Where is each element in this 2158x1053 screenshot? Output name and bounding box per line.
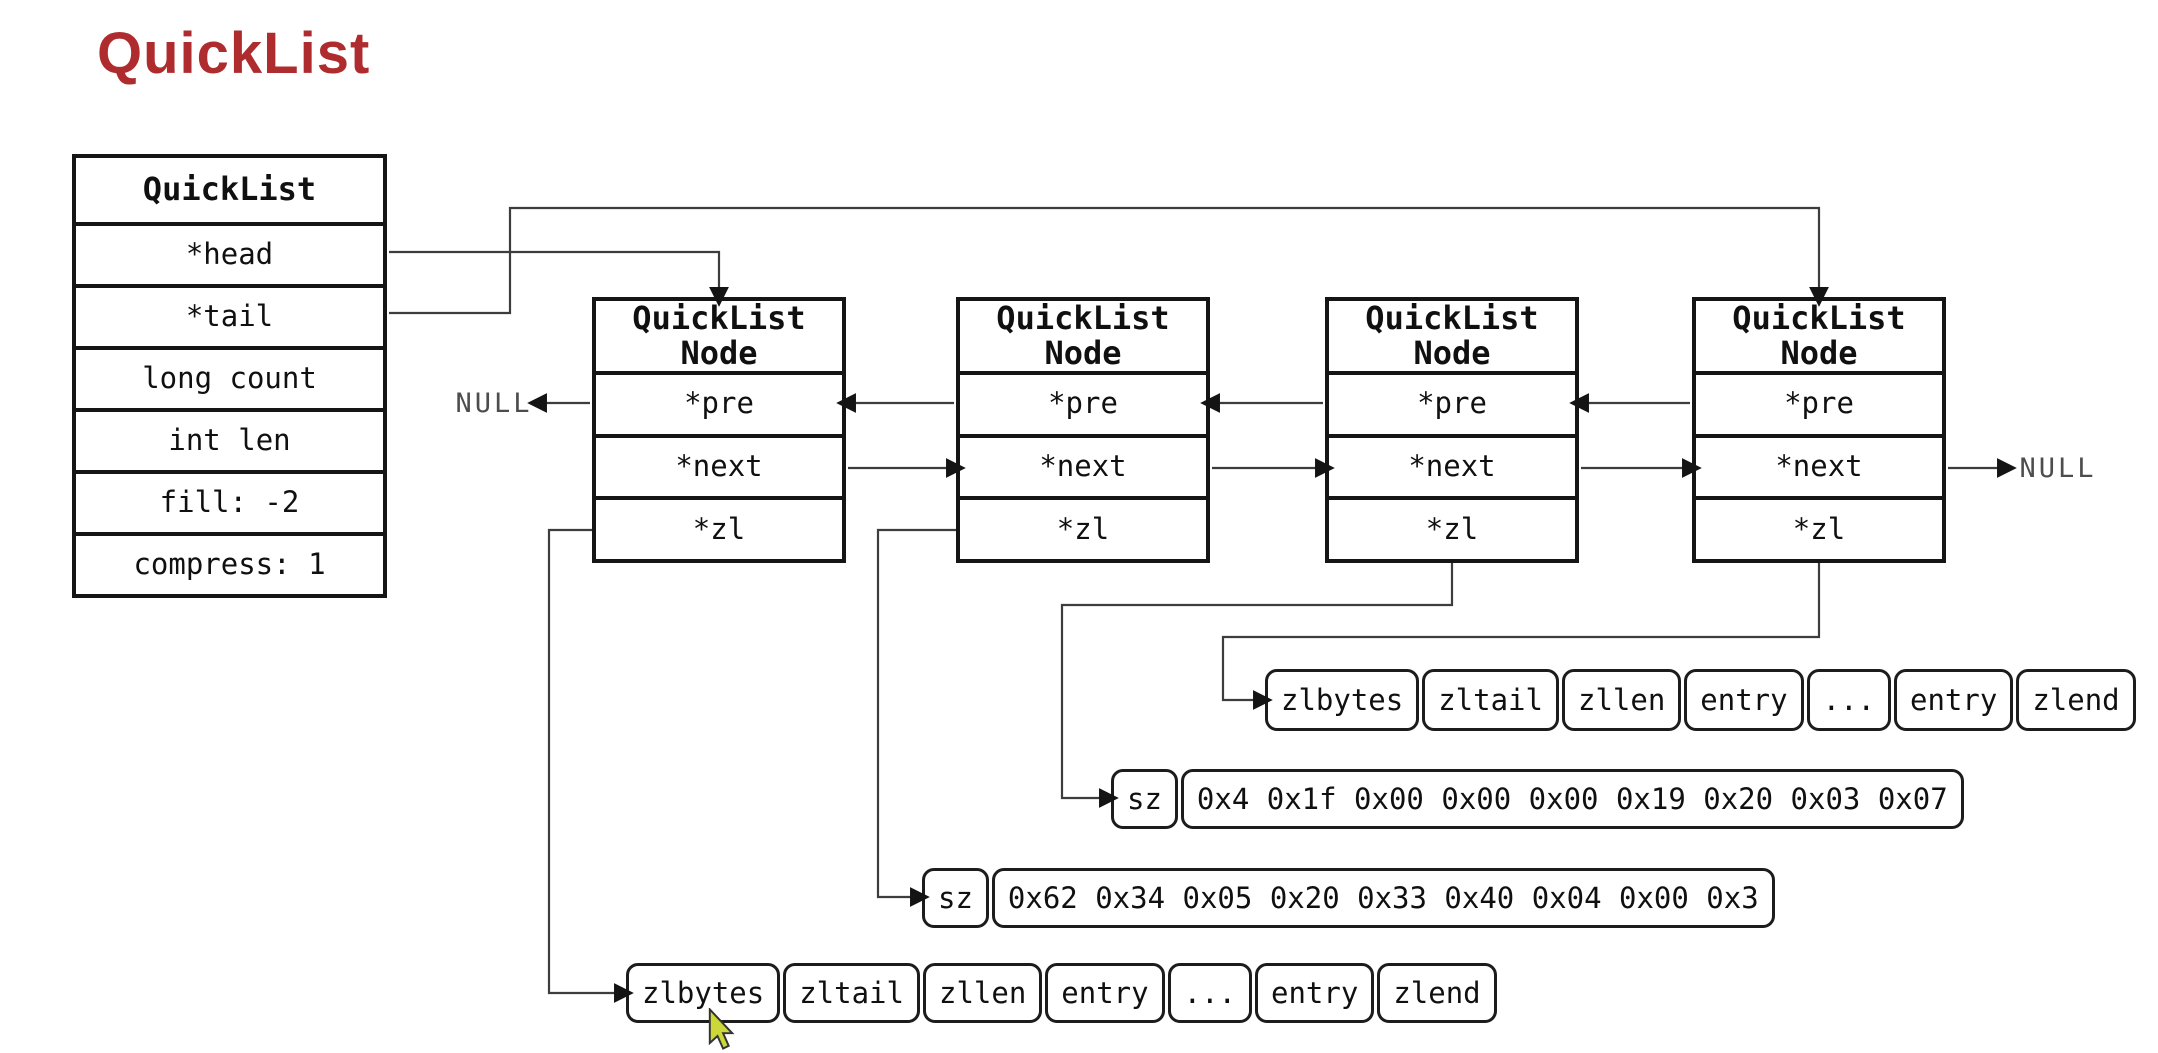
node-2-header-line1: QuickList [996, 298, 1170, 337]
ziplist-cell-zlbytes: zlbytes [626, 963, 781, 1023]
sz-label: sz [1111, 769, 1178, 829]
ziplist-cell-zltail: zltail [783, 963, 920, 1023]
struct-header: QuickList [142, 170, 317, 209]
quicklist-struct-box: QuickList *head *tail long count int len… [72, 154, 387, 598]
node-1-header-line1: QuickList [632, 298, 806, 337]
quicklist-node-4: QuickList Node *pre *next *zl [1692, 297, 1946, 563]
ziplist-cell-entry: entry [1045, 963, 1165, 1023]
node-3-field-zl: *zl [1329, 496, 1575, 559]
struct-field-tail: *tail [76, 284, 383, 346]
node-1-header: QuickList Node [596, 298, 842, 372]
node1-zl-arrow [547, 528, 634, 1003]
node-4-field-next: *next [1696, 433, 1942, 497]
ziplist-sz-row-1: sz 0x4 0x1f 0x00 0x00 0x00 0x19 0x20 0x0… [1111, 769, 1964, 829]
struct-field-head: *head [76, 222, 383, 284]
node-4-field-pre: *pre [1696, 371, 1942, 434]
quicklist-node-2: QuickList Node *pre *next *zl [956, 297, 1210, 563]
ziplist-row-top: zlbytes zltail zllen entry ... entry zle… [1265, 669, 2136, 731]
ziplist-cell-ellipsis: ... [1167, 963, 1252, 1023]
struct-field-count: long count [76, 346, 383, 408]
node-1-field-pre: *pre [596, 371, 842, 434]
node-1-field-zl: *zl [596, 496, 842, 559]
struct-field-len: int len [76, 408, 383, 470]
node-2-field-next: *next [960, 433, 1206, 497]
node-4-header: QuickList Node [1696, 298, 1942, 372]
node-3-header: QuickList Node [1329, 298, 1575, 372]
ziplist-cell-entry: entry [1894, 669, 2014, 731]
node-3-header-line2: Node [1413, 334, 1491, 372]
ziplist-cell-zltail: zltail [1422, 669, 1559, 731]
ziplist-cell-entry: entry [1684, 669, 1804, 731]
ziplist-cell-ellipsis: ... [1806, 669, 1891, 731]
node-2-header: QuickList Node [960, 298, 1206, 372]
node-3-header-line1: QuickList [1365, 298, 1539, 337]
sz-bytes: 0x4 0x1f 0x00 0x00 0x00 0x19 0x20 0x03 0… [1180, 769, 1964, 829]
node-4-header-line1: QuickList [1732, 298, 1906, 337]
node-2-field-pre: *pre [960, 371, 1206, 434]
node-4-field-zl: *zl [1696, 496, 1942, 559]
ziplist-cell-zllen: zllen [1561, 669, 1682, 731]
node-3-field-next: *next [1329, 433, 1575, 497]
page-title: QuickList [97, 21, 371, 86]
ziplist-cell-zllen: zllen [922, 963, 1043, 1023]
node-3-field-pre: *pre [1329, 371, 1575, 434]
ziplist-sz-row-2: sz 0x62 0x34 0x05 0x20 0x33 0x40 0x04 0x… [922, 868, 1775, 928]
node-2-header-line2: Node [1044, 334, 1122, 372]
quicklist-node-3: QuickList Node *pre *next *zl [1325, 297, 1579, 563]
null-label-right: NULL [2019, 453, 2097, 484]
node2-zl-arrow [876, 528, 956, 907]
ziplist-cell-zlend: zlend [1377, 963, 1497, 1023]
struct-field-fill: fill: -2 [76, 470, 383, 532]
node-1-header-line2: Node [680, 334, 758, 372]
sz-bytes: 0x62 0x34 0x05 0x20 0x33 0x40 0x04 0x00 … [991, 868, 1775, 928]
ziplist-row-bottom: zlbytes zltail zllen entry ... entry zle… [626, 963, 1497, 1023]
null-label-left: NULL [455, 388, 533, 419]
node-2-field-zl: *zl [960, 496, 1206, 559]
sz-label: sz [922, 868, 989, 928]
node-4-header-line2: Node [1780, 334, 1858, 372]
ziplist-cell-entry: entry [1255, 963, 1375, 1023]
mouse-cursor-icon [708, 1008, 735, 1050]
struct-field-compress: compress: 1 [76, 532, 383, 594]
node-1-field-next: *next [596, 433, 842, 497]
head-pointer-arrow [389, 250, 729, 307]
ziplist-cell-zlend: zlend [2016, 669, 2136, 731]
ziplist-cell-zlbytes: zlbytes [1265, 669, 1420, 731]
quicklist-node-1: QuickList Node *pre *next *zl [592, 297, 846, 563]
